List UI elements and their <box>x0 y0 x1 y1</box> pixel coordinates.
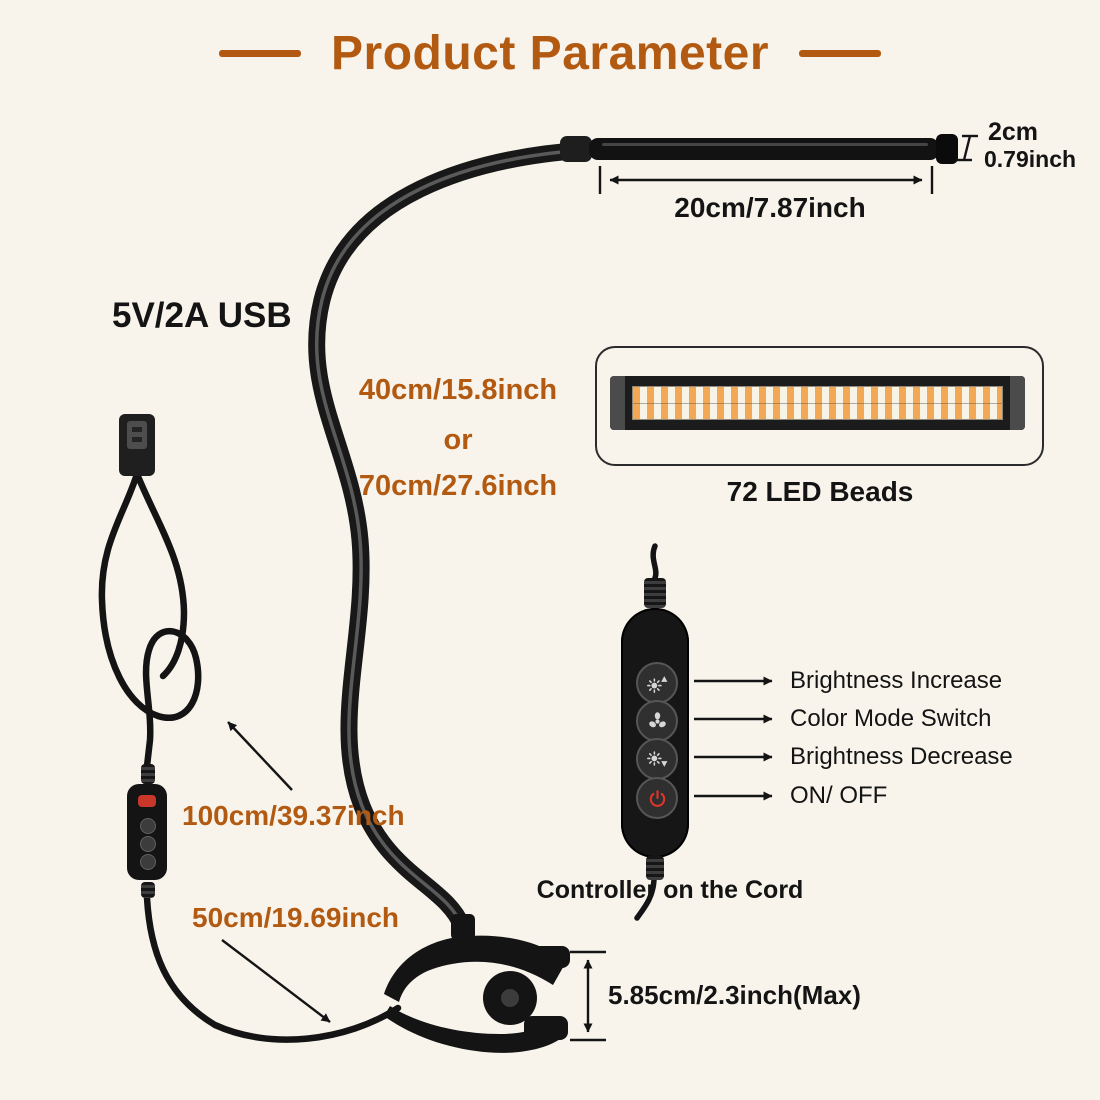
brightness-decrease-icon <box>646 750 667 767</box>
usb-cable-cross <box>133 470 188 680</box>
usb-cable-length-label: 100cm/39.37inch <box>182 800 405 831</box>
head-thickness-dimension <box>956 134 978 162</box>
led-bar-endcap-left <box>610 376 625 430</box>
color-mode-icon <box>648 711 666 727</box>
lamp-head-highlight <box>602 143 928 146</box>
usb-plug-metal <box>127 421 147 449</box>
inline-power-button <box>138 795 156 807</box>
head-length-label: 20cm/7.87inch <box>674 192 866 223</box>
led-bar-endcap-right <box>1010 376 1025 430</box>
led-beads-caption: 72 LED Beads <box>726 476 914 507</box>
controller-strain-relief-top <box>644 578 666 608</box>
inline-button-3 <box>140 854 156 870</box>
clip-pivot <box>501 989 519 1007</box>
gooseneck-length-or-label: or <box>443 424 473 456</box>
power-icon <box>649 789 665 807</box>
inline-controller-strain-relief-bottom <box>141 882 155 898</box>
brightness-increase-label: Brightness Increase <box>790 667 1003 694</box>
clip-clamp <box>384 914 570 1053</box>
led-detail-box <box>595 346 1044 466</box>
gooseneck-highlight <box>314 148 587 928</box>
lamp-head-cap <box>936 134 958 164</box>
controller-annotation-arrows <box>694 676 773 801</box>
controller-cable-bottom <box>634 877 657 921</box>
controller-caption: Controller on the Cord <box>536 876 804 904</box>
gooseneck-length-option1-label: 40cm/15.8inch <box>358 374 558 406</box>
usb-cable-coil <box>98 470 202 770</box>
color-mode-switch-label: Color Mode Switch <box>790 705 992 732</box>
page-header: Product Parameter <box>0 26 1100 81</box>
head-length-dimension <box>598 166 934 194</box>
clip-cord-leader <box>221 939 331 1023</box>
gooseneck-length-option2-label: 70cm/27.6inch <box>358 470 558 502</box>
title-dash-right <box>799 50 881 57</box>
usb-slot <box>132 437 142 442</box>
inline-button-2 <box>140 836 156 852</box>
lamp-head-bar <box>589 138 939 160</box>
title-dash-left <box>219 50 301 57</box>
head-thickness-cm-label: 2cm <box>988 118 1039 146</box>
brightness-decrease-label: Brightness Decrease <box>790 743 1013 770</box>
usb-plug <box>119 414 155 476</box>
controller-strain-relief-bottom <box>646 856 664 880</box>
brightness-decrease-button <box>636 738 678 780</box>
brightness-increase-button <box>636 662 678 704</box>
on-off-label: ON/ OFF <box>790 782 888 809</box>
power-button <box>636 777 678 819</box>
clip-opening-dimension <box>570 950 606 1042</box>
clip-cable-length-label: 50cm/19.69inch <box>192 902 400 933</box>
brightness-increase-icon <box>646 675 667 693</box>
led-bar <box>610 376 1025 430</box>
head-joint <box>560 136 592 162</box>
inline-button-1 <box>140 818 156 834</box>
inline-controller-strain-relief-top <box>141 764 155 784</box>
usb-slot <box>132 427 142 432</box>
usb-length-leader <box>227 721 293 791</box>
led-strip <box>632 386 1003 420</box>
power-spec-label: 5V/2A USB <box>112 296 292 335</box>
controller-cable-top <box>650 543 659 583</box>
inline-controller <box>127 784 167 880</box>
color-mode-switch-button <box>636 700 678 742</box>
clip-opening-label: 5.85cm/2.3inch(Max) <box>608 980 861 1010</box>
head-thickness-inch-label: 0.79inch <box>984 146 1077 172</box>
controller <box>621 608 689 858</box>
clip-cord <box>143 894 402 1043</box>
page-title: Product Parameter <box>331 27 769 80</box>
